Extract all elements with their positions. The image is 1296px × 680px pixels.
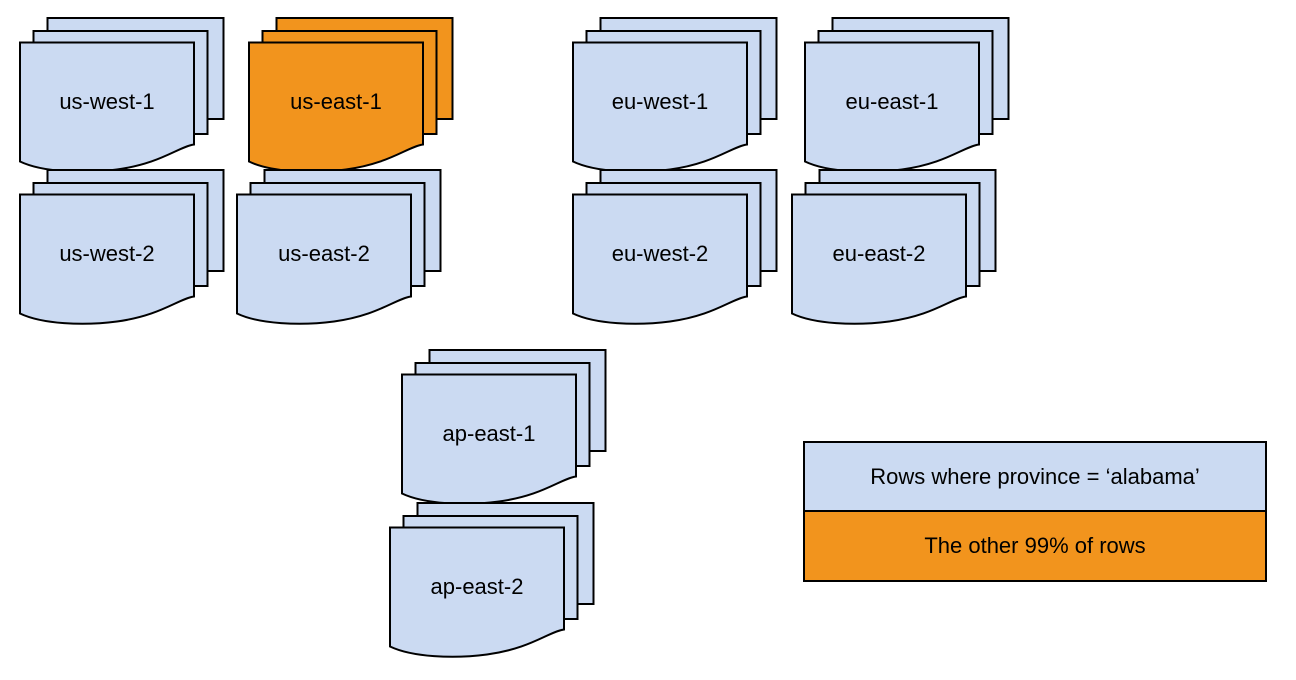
region-label: eu-east-2 <box>832 241 926 266</box>
region-label: eu-east-1 <box>845 89 939 114</box>
region-stack-us-west-2: us-west-2 <box>19 169 225 325</box>
sheet-front <box>572 193 748 325</box>
region-stack-ap-east-1: ap-east-1 <box>401 349 607 505</box>
region-label: eu-west-1 <box>611 89 709 114</box>
legend-item-other-rows: The other 99% of rows <box>805 512 1265 580</box>
region-stack-eu-west-1: eu-west-1 <box>572 17 778 173</box>
region-label: us-west-2 <box>59 241 155 266</box>
region-stack-eu-west-2: eu-west-2 <box>572 169 778 325</box>
region-label: eu-west-2 <box>611 241 709 266</box>
sheet-front <box>401 373 577 505</box>
document-stack-icon <box>19 169 225 325</box>
document-stack-icon <box>389 502 595 658</box>
region-label: us-east-2 <box>278 241 370 266</box>
sheet-front <box>389 526 565 658</box>
document-stack-icon <box>19 17 225 173</box>
document-stack-icon <box>572 169 778 325</box>
region-stack-us-west-1: us-west-1 <box>19 17 225 173</box>
document-stack-icon <box>401 349 607 505</box>
legend-item-alabama-rows: Rows where province = ‘alabama’ <box>805 443 1265 512</box>
document-stack-icon <box>248 17 454 173</box>
legend-item-label: The other 99% of rows <box>924 533 1146 558</box>
document-stack-icon <box>572 17 778 173</box>
region-stack-eu-east-2: eu-east-2 <box>791 169 997 325</box>
region-stack-eu-east-1: eu-east-1 <box>804 17 1010 173</box>
sheet-front <box>236 193 412 325</box>
region-label: us-west-1 <box>59 89 155 114</box>
document-stack-icon <box>236 169 442 325</box>
region-label: us-east-1 <box>290 89 382 114</box>
region-stack-ap-east-2: ap-east-2 <box>389 502 595 658</box>
legend-item-label: Rows where province = ‘alabama’ <box>870 463 1200 489</box>
document-stack-icon <box>791 169 997 325</box>
region-stack-us-east-1: us-east-1 <box>248 17 454 173</box>
region-label: ap-east-2 <box>430 574 524 599</box>
sheet-front <box>19 193 195 325</box>
region-label: ap-east-1 <box>442 421 536 446</box>
document-stack-icon <box>804 17 1010 173</box>
legend: Rows where province = ‘alabama’ The othe… <box>803 441 1267 582</box>
sheet-front <box>791 193 967 325</box>
region-stack-us-east-2: us-east-2 <box>236 169 442 325</box>
